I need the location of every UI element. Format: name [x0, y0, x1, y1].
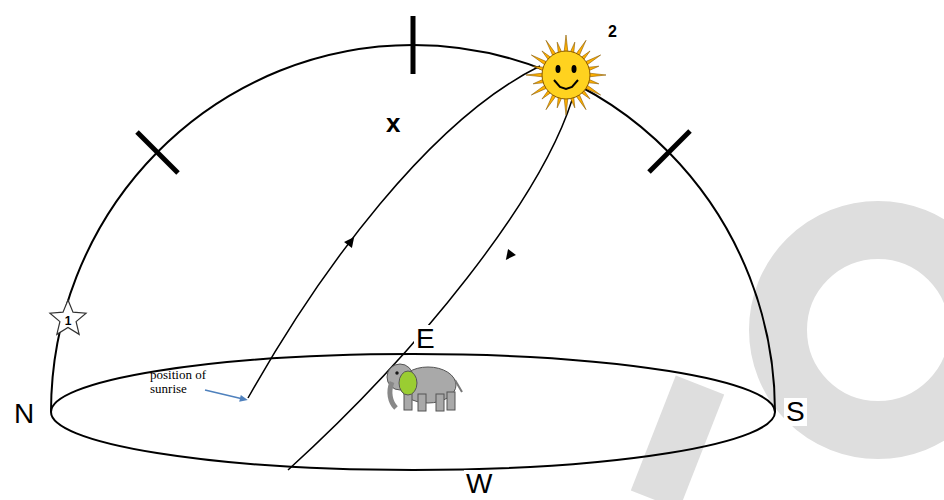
elephant-figure [387, 364, 462, 411]
arrowhead [502, 249, 516, 263]
altitude-ticks [137, 16, 690, 173]
star-outline [50, 300, 86, 334]
sky-dome [51, 45, 775, 412]
callout-number: 2 [608, 24, 617, 40]
point-label: x [386, 110, 400, 136]
annotation: position of sunrise [150, 368, 214, 395]
watermark [655, 230, 944, 500]
star-symbol: 1 [48, 298, 88, 338]
arrowhead [344, 234, 358, 248]
sun-symbol: 2 [518, 22, 630, 132]
compass-label: E [414, 325, 437, 353]
compass-label: W [464, 470, 494, 498]
sun-disc [542, 51, 590, 99]
sun-path-rising [248, 66, 540, 398]
compass-label: N [14, 400, 34, 428]
callout-number: 1 [65, 315, 72, 327]
sun-smile [554, 80, 578, 89]
sun-path-setting [288, 100, 572, 470]
compass-label: S [784, 398, 807, 426]
sun-rays [526, 35, 606, 115]
arrowhead [239, 395, 248, 404]
leader-line [205, 390, 243, 399]
horizon-ellipse [51, 354, 775, 470]
